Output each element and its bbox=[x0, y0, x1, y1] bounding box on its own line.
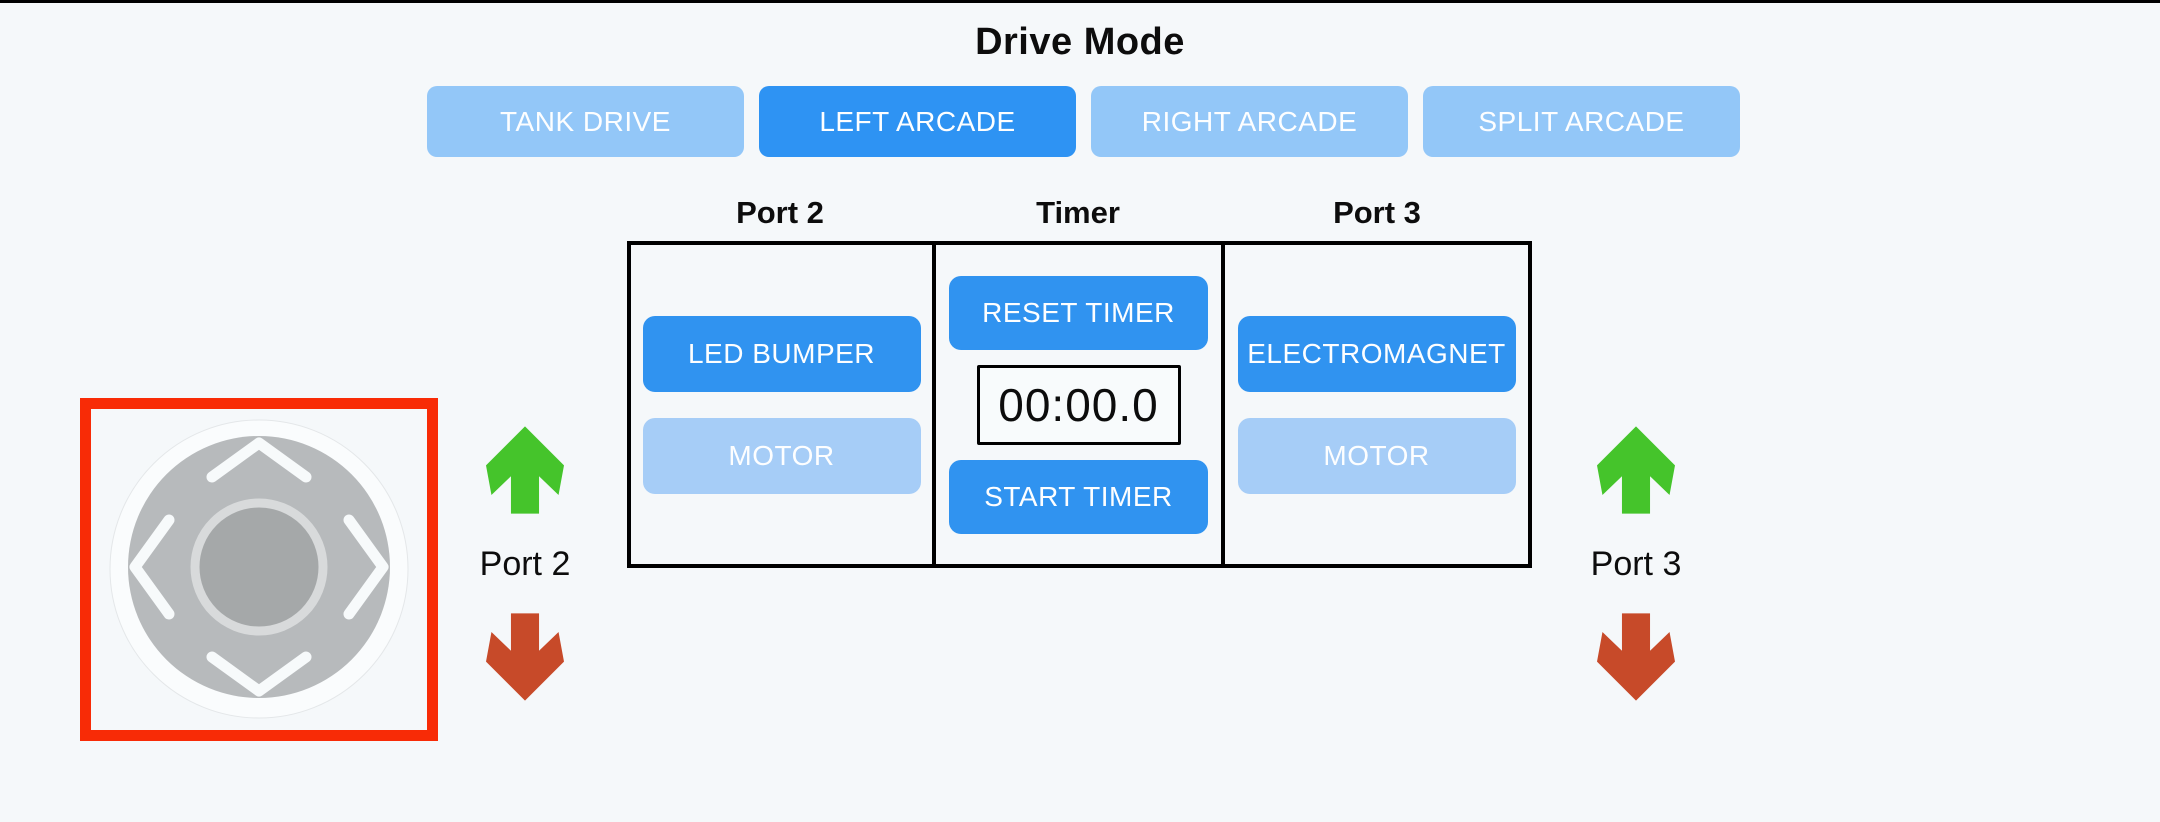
port3-section-label: Port 3 bbox=[1333, 195, 1421, 230]
joystick[interactable] bbox=[80, 398, 438, 741]
port3-side-label: Port 3 bbox=[1590, 545, 1682, 583]
timer-display: 00:00.0 bbox=[976, 364, 1181, 445]
start-timer-button[interactable]: START TIMER bbox=[949, 459, 1208, 534]
joystick-pad-icon bbox=[109, 419, 409, 719]
port2-up-arrow[interactable] bbox=[486, 426, 564, 514]
joystick-up-chevron-icon bbox=[206, 437, 312, 483]
left-arcade-button[interactable]: LEFT ARCADE bbox=[759, 86, 1076, 157]
port3-up-arrow[interactable] bbox=[1597, 426, 1675, 514]
joystick-knob[interactable] bbox=[190, 498, 328, 636]
tank-drive-button[interactable]: TANK DRIVE bbox=[427, 86, 744, 157]
joystick-left-chevron-icon bbox=[129, 514, 175, 620]
timer-section-label: Timer bbox=[1036, 195, 1120, 230]
port3-down-arrow[interactable] bbox=[1597, 613, 1675, 701]
port2-motor-button[interactable]: MOTOR bbox=[642, 417, 921, 494]
joystick-right-chevron-icon bbox=[343, 514, 389, 620]
timer-panel: RESET TIMER 00:00.0 START TIMER bbox=[936, 245, 1221, 564]
port3-motor-button[interactable]: MOTOR bbox=[1237, 417, 1516, 494]
port2-down-arrow[interactable] bbox=[486, 613, 564, 701]
reset-timer-button[interactable]: RESET TIMER bbox=[949, 275, 1208, 350]
electromagnet-button[interactable]: ELECTROMAGNET bbox=[1237, 315, 1516, 392]
port2-side-label: Port 2 bbox=[479, 545, 571, 583]
split-arcade-button[interactable]: SPLIT ARCADE bbox=[1423, 86, 1740, 157]
led-bumper-button[interactable]: LED BUMPER bbox=[642, 315, 921, 392]
port2-section-label: Port 2 bbox=[736, 195, 824, 230]
joystick-down-chevron-icon bbox=[206, 651, 312, 697]
right-arcade-button[interactable]: RIGHT ARCADE bbox=[1091, 86, 1408, 157]
drive-mode-button-row: TANK DRIVE LEFT ARCADE RIGHT ARCADE SPLI… bbox=[427, 86, 1740, 157]
page-title: Drive Mode bbox=[975, 21, 1185, 63]
port2-panel: LED BUMPER MOTOR bbox=[631, 245, 932, 564]
device-table: LED BUMPER MOTOR RESET TIMER 00:00.0 STA… bbox=[627, 241, 1532, 568]
port3-panel: ELECTROMAGNET MOTOR bbox=[1225, 245, 1528, 564]
